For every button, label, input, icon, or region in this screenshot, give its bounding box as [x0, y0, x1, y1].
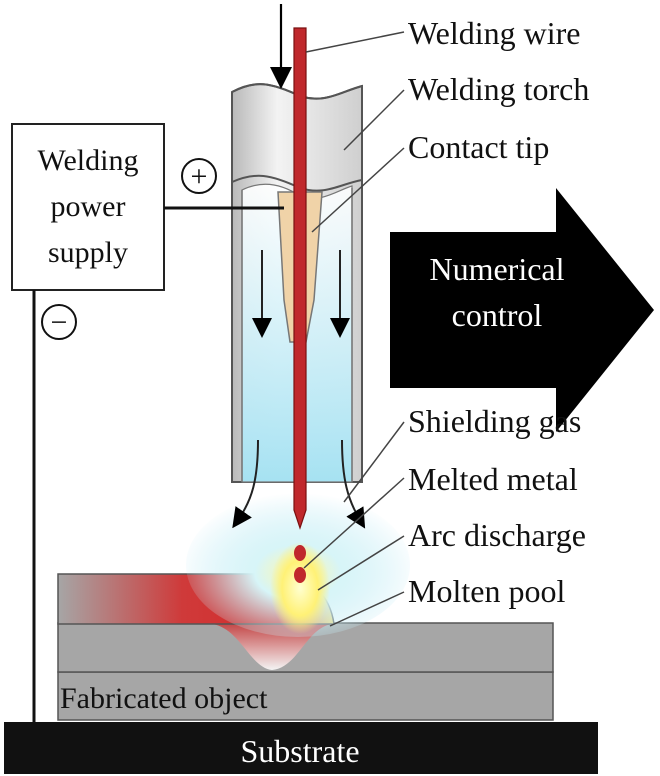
numerical-control-label-line2: control — [452, 297, 543, 333]
melted-metal-droplet-upper — [294, 545, 306, 561]
welding-wire — [293, 27, 307, 530]
leader-contact-tip — [311, 147, 405, 233]
minus-terminal-icon — [41, 304, 77, 340]
label-shielding-gas: Shielding gas — [408, 403, 581, 439]
numerical-control-label-line1: Numerical — [429, 251, 564, 287]
gas-exit-arrow-left — [232, 439, 259, 529]
leader-molten-pool — [329, 591, 405, 627]
fabricated-object-label: Fabricated object — [60, 682, 268, 715]
power-supply-label-line3: supply — [48, 236, 128, 269]
plus-terminal-icon — [181, 158, 217, 194]
label-melted-metal: Melted metal — [408, 461, 578, 497]
welding-power-supply-box — [11, 123, 165, 291]
fabricated-object-lower-layer — [57, 671, 554, 721]
leader-welding-wire — [305, 31, 405, 53]
power-supply-label-line2: power — [51, 190, 126, 223]
label-molten-pool: Molten pool — [408, 573, 565, 609]
leader-shielding-gas — [343, 421, 405, 503]
melted-metal-droplet-lower — [294, 567, 306, 583]
label-contact-tip: Contact tip — [408, 129, 549, 165]
substrate-block — [4, 722, 598, 774]
leader-arc-discharge — [317, 535, 405, 591]
substrate-label: Substrate — [240, 733, 359, 769]
plus-sign: + — [191, 160, 208, 193]
minus-sign: − — [51, 306, 68, 339]
power-supply-label-line1: Welding — [38, 144, 139, 177]
leader-melted-metal — [303, 477, 405, 569]
label-welding-torch: Welding torch — [408, 71, 589, 107]
arc-discharge-glow — [270, 542, 330, 634]
leader-welding-torch — [343, 89, 405, 151]
label-welding-wire: Welding wire — [408, 15, 580, 51]
gas-exit-arrow-right — [341, 439, 366, 529]
numerical-control-arrow — [390, 188, 654, 432]
label-arc-discharge: Arc discharge — [408, 517, 586, 553]
